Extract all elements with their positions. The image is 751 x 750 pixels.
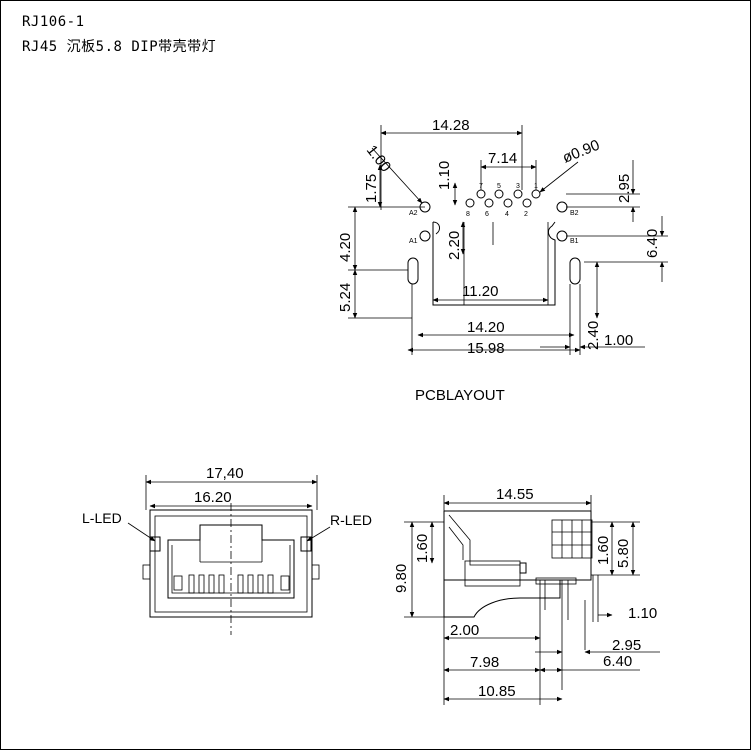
left-led-label: L-LED <box>82 510 122 526</box>
dim-5-80: 5.80 <box>615 539 632 568</box>
front-tab-right <box>311 564 320 580</box>
side-view: 14.55 9.80 1.60 1.60 5.80 1.10 2.00 2.95… <box>393 486 660 705</box>
led-hole-b2 <box>556 201 568 213</box>
dim-10-85: 10.85 <box>478 683 516 700</box>
led-label-a1: A1 <box>409 238 418 245</box>
pin-hole-4 <box>503 198 513 208</box>
dim-1-75: 1.75 <box>363 174 380 203</box>
peg-slot-right <box>569 257 581 285</box>
dim-peg-width: 1.00 <box>604 332 633 349</box>
dim-1-60-left: 1.60 <box>414 534 431 563</box>
pin-label-5: 5 <box>497 183 501 190</box>
led-label-a2: A2 <box>409 210 418 217</box>
pin-label-6: 6 <box>485 211 489 218</box>
dim-16-20: 16.20 <box>194 489 232 506</box>
dim-6-40-side: 6.40 <box>603 653 632 670</box>
front-contacts <box>188 574 274 594</box>
led-hole-b1 <box>556 230 568 242</box>
dim-2-95-side: 2.95 <box>612 637 641 654</box>
pin-hole-2 <box>522 198 532 208</box>
dim-17-40: 17,40 <box>206 465 244 482</box>
front-latch-right <box>280 575 290 591</box>
dim-5-24: 5.24 <box>337 283 354 312</box>
pin-hole-5 <box>494 189 504 199</box>
dim-14-28: 14.28 <box>432 117 470 134</box>
pin-hole-7 <box>476 189 486 199</box>
dim-11-20: 11.20 <box>462 283 498 300</box>
peg-slot-left <box>407 257 419 285</box>
dim-9-80: 9.80 <box>393 564 410 593</box>
dim-7-98: 7.98 <box>470 654 499 671</box>
pin-label-3: 3 <box>516 183 520 190</box>
led-hole-a1 <box>419 230 431 242</box>
pcb-footprint-outline <box>432 221 556 306</box>
dim-15-98: 15.98 <box>467 340 505 357</box>
side-pins <box>539 575 599 625</box>
dim-7-14: 7.14 <box>488 150 517 167</box>
pcb-footprint-notch <box>432 221 441 235</box>
pin-label-8: 8 <box>466 211 470 218</box>
pin-label-2: 2 <box>524 211 528 218</box>
dim-1-10-top: 1.10 <box>436 161 453 190</box>
dim-2-95-pcb: 2.95 <box>616 174 633 203</box>
dim-2-40: 2.40 <box>585 321 602 350</box>
pin-hole-1 <box>531 189 541 199</box>
dim-angled: 1.00 <box>363 142 394 175</box>
pcb-layout: 7 5 3 1 8 6 4 2 A2 A1 B2 B1 14.28 7.14 ø… <box>337 117 668 357</box>
part-description: RJ45 沉板5.8 DIP带壳带灯 <box>22 39 217 55</box>
led-label-b2: B2 <box>570 210 579 217</box>
pcb-layout-caption: PCBLAYOUT <box>415 387 505 404</box>
dim-pin-hole: ø0.90 <box>560 137 602 167</box>
front-led-right <box>300 536 312 552</box>
front-view: 17,40 16.20 L-LED R-LED <box>82 465 372 635</box>
side-body-outline <box>443 510 592 618</box>
dim-14-55: 14.55 <box>496 486 534 503</box>
side-led-window <box>519 562 527 574</box>
dim-14-20-pcb: 14.20 <box>467 319 505 336</box>
dim-6-40-pcb: 6.40 <box>644 229 661 258</box>
dim-2-20: 2.20 <box>446 231 463 260</box>
dim-1-60-right: 1.60 <box>595 536 612 565</box>
dim-2-00: 2.00 <box>450 622 479 639</box>
front-tab-left <box>142 564 151 580</box>
pin-hole-3 <box>513 189 523 199</box>
pin-hole-8 <box>465 198 475 208</box>
dim-4-20: 4.20 <box>337 233 354 262</box>
right-led-label: R-LED <box>330 512 372 528</box>
dim-1-10-side: 1.10 <box>628 605 657 622</box>
led-label-b1: B1 <box>570 238 579 245</box>
pin-hole-6 <box>484 198 494 208</box>
front-latch-left <box>173 575 183 591</box>
part-number: RJ106-1 <box>22 14 85 30</box>
pin-label-4: 4 <box>505 211 509 218</box>
